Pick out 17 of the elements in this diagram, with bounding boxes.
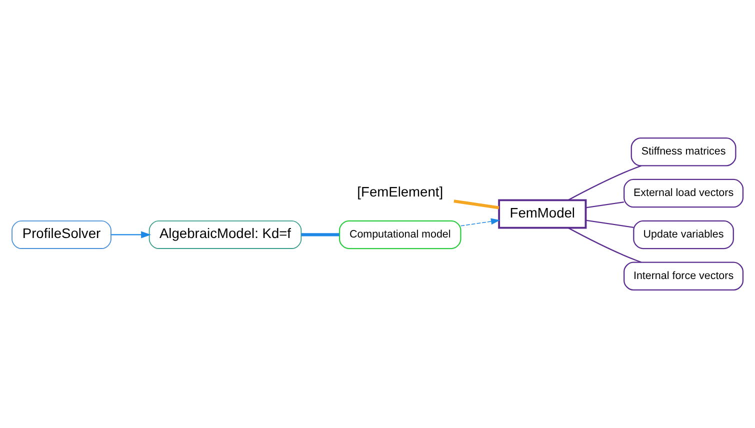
arrow: [111, 231, 152, 238]
node-box: Stiffness matrices: [630, 138, 736, 166]
node-box: Internal force vectors: [624, 262, 744, 290]
node-box: FemModel: [498, 199, 587, 229]
connector: [568, 165, 642, 201]
node-box: ProfileSolver: [12, 220, 112, 249]
connector: [586, 220, 634, 228]
connector: [454, 200, 500, 210]
node-text: [FemElement]: [357, 184, 444, 200]
connector: [301, 233, 340, 236]
node-box: Computational model: [338, 220, 462, 250]
arrow: [460, 218, 500, 226]
connector: [568, 227, 642, 263]
node-box: AlgebraicModel: Kd=f: [148, 220, 302, 249]
node-box: Update variables: [633, 220, 734, 250]
node-box: External load vectors: [624, 178, 744, 208]
connector: [586, 201, 624, 208]
